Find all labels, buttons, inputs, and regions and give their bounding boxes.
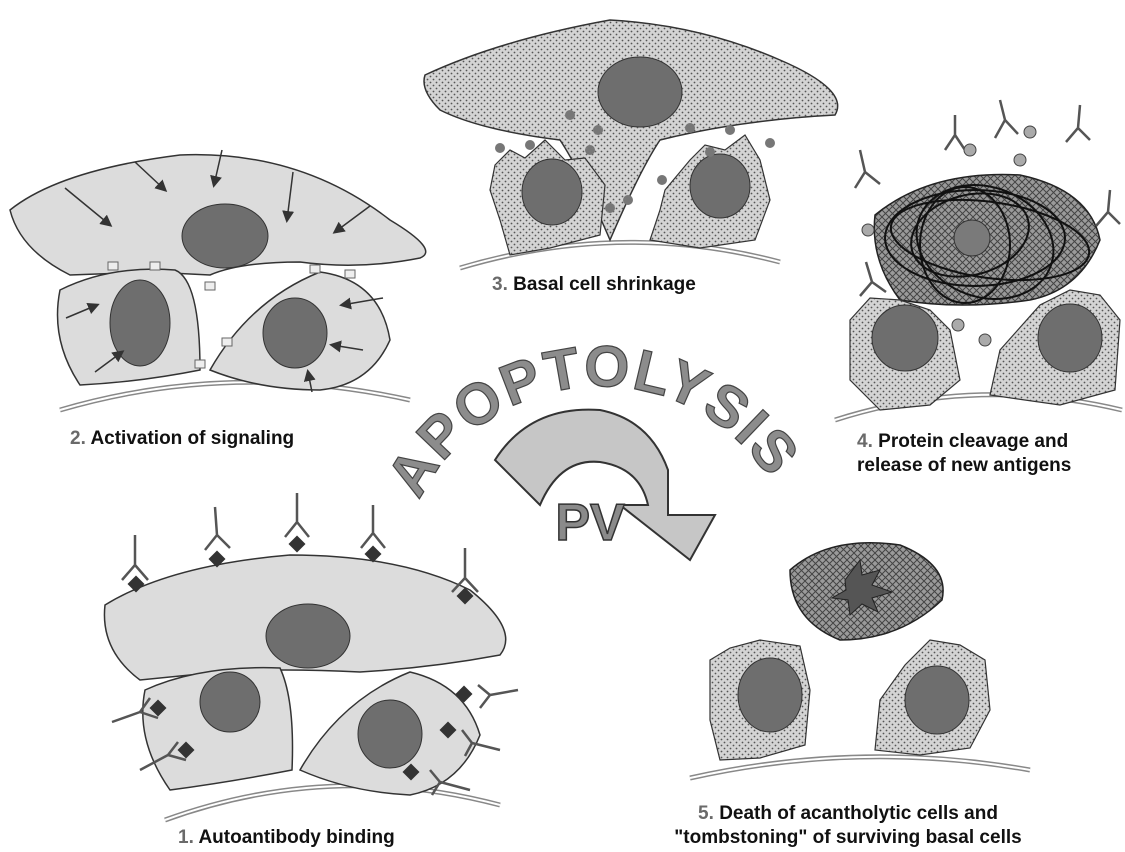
nucleus <box>200 672 260 732</box>
stage-label-line2: release of new antigens <box>857 454 1071 478</box>
caption-stage-5: 5. Death of acantholytic cells and "tomb… <box>628 802 1068 850</box>
stage-number: 4. <box>857 431 873 452</box>
panel-death-and-tombstoning <box>690 543 1030 778</box>
nucleus <box>1038 304 1102 372</box>
caption-stage-1: 1. Autoantibody binding <box>178 826 395 850</box>
stage-label-line1: Death of acantholytic cells and <box>719 803 998 824</box>
stage-number: 1. <box>178 827 194 848</box>
caption-stage-2: 2. Activation of signaling <box>70 427 294 451</box>
nucleus <box>872 305 938 371</box>
stage-label: Basal cell shrinkage <box>513 274 696 295</box>
suprabasal-cell <box>424 20 838 240</box>
panel-autoantibody-binding <box>104 493 518 820</box>
stage-label-line2: "tombstoning" of surviving basal cells <box>628 826 1068 850</box>
stage-number: 2. <box>70 428 86 449</box>
nucleus <box>954 220 990 256</box>
nucleus <box>522 159 582 225</box>
stage-label-line1: Protein cleavage and <box>878 431 1068 452</box>
stage-label: Activation of signaling <box>90 428 294 449</box>
caption-stage-3: 3. Basal cell shrinkage <box>492 273 696 297</box>
nucleus <box>182 204 268 268</box>
caption-stage-4: 4. Protein cleavage and release of new a… <box>857 430 1071 478</box>
basement-membrane-inner <box>60 382 410 410</box>
nucleus <box>263 298 327 368</box>
pv-label: PV <box>555 494 625 552</box>
stage-number: 3. <box>492 274 508 295</box>
panel-protein-cleavage <box>835 100 1122 420</box>
nucleus <box>598 57 682 127</box>
stage-label: Autoantibody binding <box>198 827 394 848</box>
nucleus <box>358 700 422 768</box>
nucleus <box>738 658 802 732</box>
panel-basal-cell-shrinkage <box>424 20 838 268</box>
nucleus <box>690 154 750 218</box>
panel-activation-of-signaling <box>10 150 426 410</box>
basement-membrane <box>165 786 500 820</box>
stage-number: 5. <box>698 803 714 824</box>
nucleus <box>266 604 350 668</box>
center-graphic: APOPTOLYSIS PV <box>374 333 812 560</box>
nucleus <box>905 666 969 734</box>
nucleus <box>110 280 170 366</box>
